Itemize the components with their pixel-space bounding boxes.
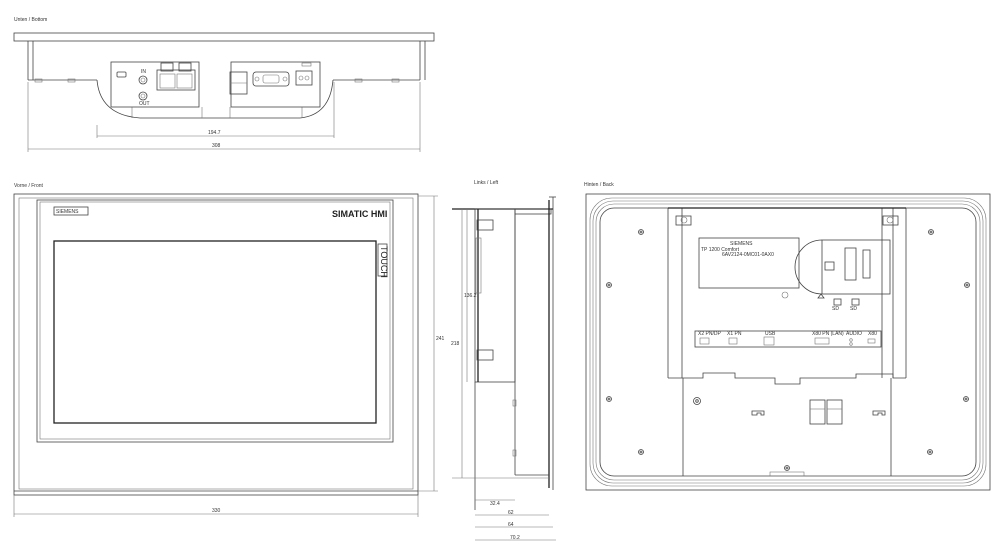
audio-in-label: IN <box>141 69 146 75</box>
svg-text:SD: SD <box>832 306 839 312</box>
power-switch-left <box>809 399 826 425</box>
svg-text:X1 PN: X1 PN <box>727 331 742 337</box>
svg-text:SD: SD <box>850 306 857 312</box>
svg-text:USB: USB <box>765 331 776 337</box>
ethernet-ports-icon <box>156 69 196 91</box>
rating-plate-brand: SIEMENS <box>730 241 753 247</box>
power-switch-right <box>826 399 843 425</box>
touch-label: TOUCH <box>379 246 389 278</box>
rating-plate <box>698 237 800 289</box>
screw-icons <box>606 229 970 471</box>
rating-plate-order-number: 6AV2124-0MC01-0AX0 <box>722 252 774 258</box>
left-view-title: Links / Left <box>474 180 499 186</box>
mounting-clamp-right <box>882 215 899 226</box>
siemens-logo <box>53 206 89 216</box>
back-ports-strip <box>694 330 882 348</box>
sd-slot-1 <box>833 298 842 306</box>
dimension-left-d1: 32.4 <box>490 501 500 507</box>
dimension-left-d4: 70.2 <box>510 535 520 541</box>
front-view: Vorne / Front SIEMENS SIMATIC HMI TOUCH … <box>13 183 445 517</box>
bottom-view: Unten / Bottom IN OUT <box>13 17 435 152</box>
sd-card-cover <box>821 239 891 295</box>
hook-right <box>872 410 886 416</box>
front-view-title: Vorne / Front <box>14 183 44 189</box>
dimension-left-upper-height: 136.2 <box>464 293 477 299</box>
touch-screen-display <box>53 240 377 424</box>
hook-left <box>751 410 765 416</box>
svg-text:X80: X80 <box>868 331 877 337</box>
svg-text:SIEMENS: SIEMENS <box>56 209 79 215</box>
audio-in-jack-icon <box>138 75 148 85</box>
audio-out-jack-icon <box>138 91 148 101</box>
serial-port-icon <box>252 71 290 87</box>
dimension-front-height: 241 <box>436 336 445 342</box>
sd-slot-2 <box>851 298 860 306</box>
svg-text:X80 PN (LAN): X80 PN (LAN) <box>812 331 844 337</box>
usb-mini-port-icon <box>116 71 127 78</box>
audio-out-label: OUT <box>139 101 150 107</box>
warning-triangle-icon <box>817 293 825 299</box>
rating-plate-model: TP 1200 Comfort <box>701 247 740 253</box>
dimension-left-total-height: 218 <box>451 341 460 347</box>
dimension-bottom-inner-width: 194.7 <box>208 130 221 136</box>
dimension-front-width: 330 <box>212 508 221 514</box>
svg-text:X2 PN/DP: X2 PN/DP <box>698 331 721 337</box>
left-view: Links / Left 218 136.2 32.4 62 64 70.2 <box>451 180 556 541</box>
power-connector-icon <box>295 70 313 86</box>
dimension-left-d3: 64 <box>508 522 514 528</box>
back-view-title: Hinten / Back <box>584 182 614 188</box>
dimension-bottom-overall-width: 308 <box>212 143 221 149</box>
simatic-hmi-label: SIMATIC HMI <box>332 209 387 219</box>
back-view: Hinten / Back SIEMENS TP 1200 Comfort 6A… <box>584 182 991 491</box>
svg-text:AUDIO: AUDIO <box>846 331 862 337</box>
dimension-left-d2: 62 <box>508 510 514 516</box>
bottom-view-title: Unten / Bottom <box>14 17 47 23</box>
mounting-clamp-left <box>675 215 692 226</box>
